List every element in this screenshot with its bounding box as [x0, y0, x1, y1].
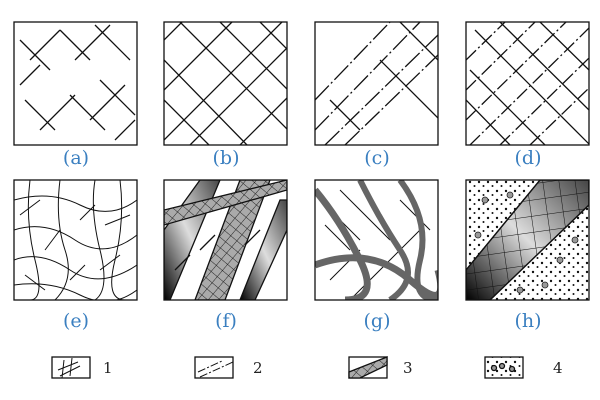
- panel-b: [164, 22, 287, 145]
- legend-swatch-3: [348, 356, 388, 379]
- legend-swatch-4: [484, 356, 524, 379]
- legend-number-2: 2: [253, 359, 263, 377]
- panel-label-f: (f): [215, 310, 237, 332]
- legend-swatch-1: [51, 356, 91, 379]
- legend-swatch-2: [194, 356, 234, 379]
- panel-c-frame: [314, 21, 439, 146]
- panel-label-e: (e): [62, 310, 90, 332]
- panel-c: [315, 22, 438, 145]
- legend-number-1: 1: [103, 359, 113, 377]
- panel-g: [315, 180, 438, 300]
- panel-label-a: (a): [62, 147, 90, 169]
- panel-a-frame: [13, 21, 138, 146]
- panel-label-g: (g): [363, 310, 391, 332]
- panel-e: [14, 180, 137, 300]
- panel-a: [19, 24, 136, 141]
- panel-label-h: (h): [514, 310, 542, 332]
- panel-label-d: (d): [514, 147, 542, 169]
- panel-f: [164, 180, 287, 300]
- panel-label-c: (c): [364, 147, 390, 169]
- legend-number-4: 4: [553, 359, 563, 377]
- panel-h-frame: [465, 179, 590, 301]
- panel-label-b: (b): [212, 147, 240, 169]
- panel-g-frame: [314, 179, 439, 301]
- panel-d-frame: [465, 21, 590, 146]
- panel-b-frame: [163, 21, 288, 146]
- panel-e-frame: [13, 179, 138, 301]
- panel-d: [466, 22, 589, 145]
- legend-number-3: 3: [403, 359, 413, 377]
- panel-f-frame: [163, 179, 288, 301]
- panel-h: [466, 180, 589, 300]
